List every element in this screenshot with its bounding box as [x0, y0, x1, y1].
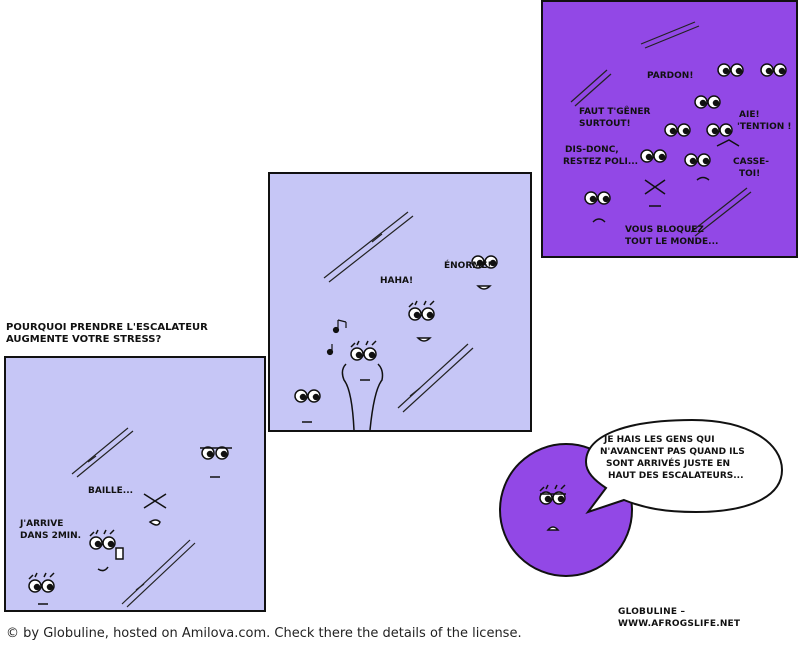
- handrail-lines-bottom: [121, 539, 196, 608]
- text-arrive-1: J'ARRIVE: [19, 519, 63, 529]
- text-vous-1: VOUS BLOQUEZ: [625, 225, 704, 235]
- handrail-lines-bottom: [397, 343, 474, 413]
- speech-bubble: [584, 418, 784, 514]
- yawning-face: [143, 493, 167, 526]
- author-credit: GLOBULINE – WWW.AFROGSLIFE.NET: [618, 607, 741, 629]
- bottom-left-face: [294, 389, 321, 423]
- singing-face: [408, 300, 435, 342]
- text-pardon: PARDON!: [647, 71, 693, 81]
- music-notes: [326, 319, 347, 356]
- text-haha: HAHA!: [380, 276, 413, 286]
- comic-caption: POURQUOI PRENDRE L'ESCALATEUR AUGMENTE V…: [6, 322, 208, 345]
- bubble-line-3: SONT ARRIVÉS JUSTE EN: [606, 457, 730, 469]
- text-casse-2: TOI!: [739, 169, 760, 179]
- headphones-face: [341, 340, 384, 431]
- bottom-face: [28, 572, 55, 605]
- panel-1: BAILLE... J'ARRIVE DANS 2MIN.: [4, 356, 266, 612]
- text-arrive-2: DANS 2MIN.: [20, 531, 81, 541]
- handrail-lines-top: [71, 427, 134, 478]
- bubble-line-4: HAUT DES ESCALATEURS...: [608, 471, 744, 481]
- grumpy-face: [200, 446, 232, 478]
- panel-2: ÉNORME! HAHA!: [268, 172, 532, 432]
- text-faut-2: SURTOUT!: [579, 119, 631, 129]
- text-baille: BAILLE...: [88, 486, 133, 496]
- bubble-line-2: N'AVANCENT PAS QUAND ILS: [600, 447, 745, 457]
- crowd-faces: [584, 63, 787, 223]
- text-casse-1: CASSE-: [733, 157, 769, 167]
- text-aie-1: AIE!: [739, 110, 760, 120]
- text-enorme: ÉNORME!: [444, 259, 491, 271]
- panel-3: PARDON! FAUT T'GÊNER SURTOUT! AIE! 'TENT…: [541, 0, 798, 258]
- panel-4: JE HAIS LES GENS QUI N'AVANCENT PAS QUAN…: [499, 418, 784, 577]
- phone-face: [89, 529, 124, 572]
- text-vous-2: TOUT LE MONDE...: [625, 237, 718, 247]
- text-faut-1: FAUT T'GÊNER: [579, 105, 650, 117]
- text-aie-2: 'TENTION !: [737, 122, 791, 132]
- laughing-face: [471, 255, 498, 290]
- bubble-line-1: JE HAIS LES GENS QUI: [603, 435, 715, 445]
- angry-face: [539, 484, 566, 531]
- license-notice: © by Globuline, hosted on Amilova.com. C…: [6, 626, 522, 641]
- text-dis-1: DIS-DONC,: [565, 145, 619, 155]
- text-dis-2: RESTEZ POLI...: [563, 157, 638, 167]
- handrail-lines-top: [323, 211, 414, 283]
- handrail-lines: [570, 21, 752, 237]
